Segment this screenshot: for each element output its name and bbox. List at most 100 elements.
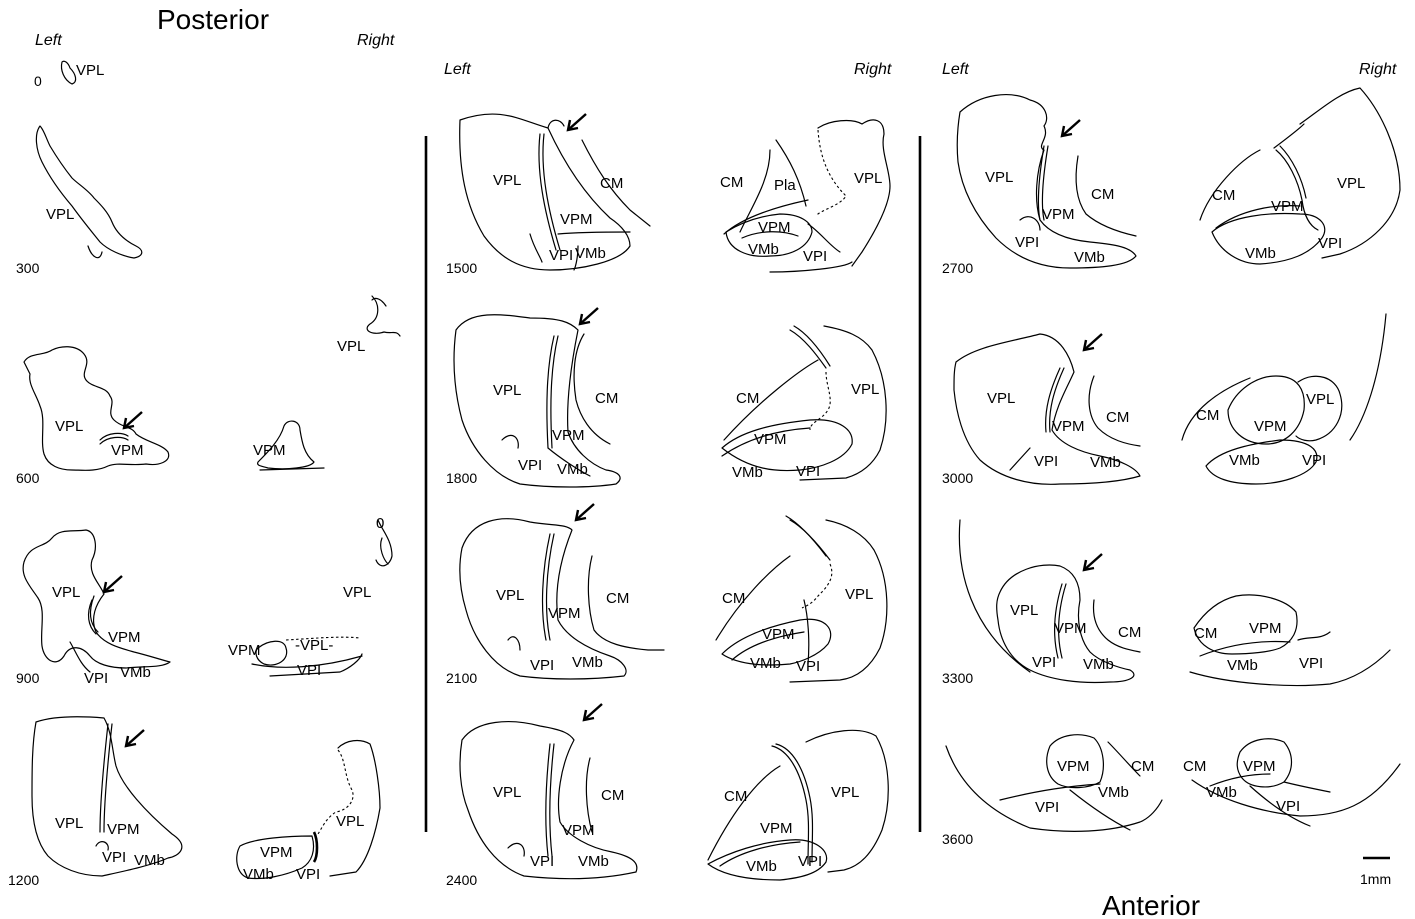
nucleus-label-vmb: VMb <box>1074 249 1105 266</box>
dashed-boundary <box>816 130 846 216</box>
nucleus-label-vpl: VPL <box>1010 602 1038 619</box>
nucleus-label-vpl: VPL <box>337 338 365 355</box>
side-label-right: Right <box>357 32 395 49</box>
section-outline <box>548 120 564 128</box>
side-label-right: Right <box>1359 61 1397 78</box>
nucleus-label-vpl: VPL <box>985 169 1013 186</box>
section-outline <box>23 530 170 668</box>
depth-label: 1500 <box>446 260 477 276</box>
nucleus-label-vmb: VMb <box>1206 784 1237 801</box>
nucleus-label-cm: CM <box>606 590 629 607</box>
nucleus-label-vpi: VPI <box>518 457 542 474</box>
nucleus-label-vpl: VPL <box>52 584 80 601</box>
nucleus-label-vmb: VMb <box>1090 454 1121 471</box>
section-outline <box>508 637 520 650</box>
nucleus-label-vpi: VPI <box>1034 453 1058 470</box>
nucleus-label-vpl: VPL <box>496 587 524 604</box>
section-outline <box>1284 782 1330 792</box>
depth-label: 3000 <box>942 470 973 486</box>
anterior-heading: Anterior <box>1102 890 1200 919</box>
depth-label: 2700 <box>942 260 973 276</box>
nucleus-label-vpl: VPL <box>55 815 83 832</box>
nucleus-label-cm: CM <box>595 390 618 407</box>
nucleus-label-vpl: VPL <box>493 784 521 801</box>
depth-label: 600 <box>16 470 40 486</box>
section-outline <box>547 534 554 640</box>
nucleus-label-vpm: VPM <box>1249 620 1282 637</box>
nucleus-label-vpi: VPI <box>549 247 573 264</box>
depth-label: 3600 <box>942 831 973 847</box>
nucleus-label-vpm: VPM <box>108 629 141 646</box>
nucleus-label-vpi: VPI <box>1035 799 1059 816</box>
depth-label: 2100 <box>446 670 477 686</box>
section-outline <box>539 134 556 250</box>
nucleus-label-vpm: VPM <box>1057 758 1090 775</box>
nucleus-label-vpl: VPL <box>854 170 882 187</box>
section-outline <box>806 730 888 872</box>
depth-label: 0 <box>34 73 42 89</box>
nucleus-label-vpl: VPL <box>845 586 873 603</box>
posterior-heading: Posterior <box>157 4 269 35</box>
nucleus-label-vpi: VPI <box>84 670 108 687</box>
nucleus-label-vpm: VPM <box>548 605 581 622</box>
nucleus-label-cm: CM <box>1131 758 1154 775</box>
section-outline <box>381 538 388 564</box>
section-outline <box>1276 150 1318 230</box>
scale-bar-label: 1mm <box>1360 871 1391 887</box>
nucleus-label-vpi: VPI <box>1032 654 1056 671</box>
depth-label: 300 <box>16 260 40 276</box>
nucleus-label-vmb: VMb <box>1227 657 1258 674</box>
section-outline <box>100 433 128 440</box>
nucleus-label-vpi: VPI <box>1299 655 1323 672</box>
side-label-left: Left <box>444 61 471 78</box>
nucleus-label-vmb: VMb <box>1098 784 1129 801</box>
nucleus-label-vmb: VMb <box>243 866 274 883</box>
section-outline <box>1300 88 1400 258</box>
nucleus-label-vmb: VMb <box>1245 245 1276 262</box>
section-outline <box>104 724 112 832</box>
nucleus-label-vmb: VMb <box>575 245 606 262</box>
section-outline <box>70 642 90 672</box>
nucleus-label-vpi: VPI <box>1276 798 1300 815</box>
nucleus-label-vpi: VPI <box>297 662 321 679</box>
section-outline <box>256 641 287 665</box>
section-outline <box>1190 650 1390 686</box>
section-outline <box>546 744 550 856</box>
section-outline <box>1298 632 1330 640</box>
nucleus-label-cm: CM <box>736 390 759 407</box>
section-outline <box>24 347 169 471</box>
section-outline <box>772 746 809 864</box>
nucleus-label-vmb: VMb <box>557 461 588 478</box>
section-outline <box>804 600 809 664</box>
nucleus-label-vpm: VPM <box>228 642 261 659</box>
section-outline <box>1296 376 1342 441</box>
section-outline <box>1206 440 1317 484</box>
nucleus-label-vpi: VPI <box>102 849 126 866</box>
section-outline <box>586 758 592 832</box>
nucleus-label-vmb: VMb <box>750 655 781 672</box>
nucleus-label-vpi: VPI <box>530 853 554 870</box>
nucleus-label-vpl: VPL <box>493 172 521 189</box>
nucleus-label-vpm: VPM <box>111 442 144 459</box>
nucleus-label-cm: CM <box>1118 624 1141 641</box>
section-outline <box>330 741 380 876</box>
section-outline <box>800 326 886 480</box>
side-label-right: Right <box>854 61 892 78</box>
nucleus-label-vmb: VMb <box>578 853 609 870</box>
nucleus-label-vpl: VPL <box>987 390 1015 407</box>
section-outline <box>1350 314 1386 440</box>
section-outline <box>36 126 141 258</box>
nucleus-label-vpm: VPM <box>760 820 793 837</box>
section-outline <box>1200 150 1260 220</box>
dashed-boundary <box>802 564 832 608</box>
nucleus-label-vpl: VPL <box>336 813 364 830</box>
nucleus-label-vpm: VPM <box>1254 418 1287 435</box>
nucleus-label-vpm: VPM <box>560 211 593 228</box>
section-outline <box>794 326 830 366</box>
nucleus-label-cm: CM <box>1212 187 1235 204</box>
nucleus-label-vpm: VPM <box>758 219 791 236</box>
nucleus-label-vmb: VMb <box>1229 452 1260 469</box>
section-outline <box>959 520 1030 672</box>
thick-boundary <box>314 832 317 862</box>
nucleus-label-cm: CM <box>722 590 745 607</box>
